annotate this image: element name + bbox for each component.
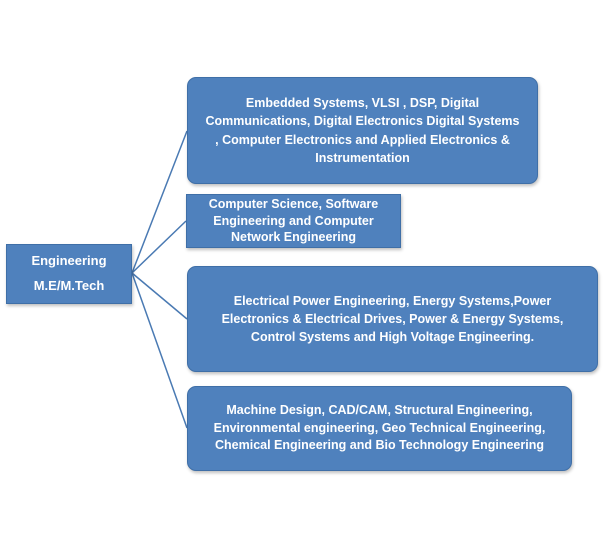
- electrical-power-label: Electrical Power Engineering, Energy Sys…: [221, 293, 564, 345]
- electrical-power-node: Electrical Power Engineering, Energy Sys…: [187, 266, 598, 372]
- connector-to-machine-design: [131, 272, 188, 429]
- connector-to-embedded-systems: [131, 130, 188, 274]
- embedded-systems-label: Embedded Systems, VLSI , DSP, Digital Co…: [205, 96, 520, 165]
- embedded-systems-node: Embedded Systems, VLSI , DSP, Digital Co…: [187, 77, 538, 184]
- root-node-label: Engineering M.E/M.Tech: [31, 253, 107, 293]
- connector-to-electrical-power: [131, 272, 188, 320]
- computer-science-label: Computer Science, Software Engineering a…: [208, 196, 379, 245]
- computer-science-node: Computer Science, Software Engineering a…: [186, 194, 401, 248]
- engineering-root-node: Engineering M.E/M.Tech: [6, 244, 132, 304]
- machine-design-node: Machine Design, CAD/CAM, Structural Engi…: [187, 386, 572, 471]
- connector-to-computer-science: [131, 220, 187, 274]
- machine-design-label: Machine Design, CAD/CAM, Structural Engi…: [213, 403, 546, 453]
